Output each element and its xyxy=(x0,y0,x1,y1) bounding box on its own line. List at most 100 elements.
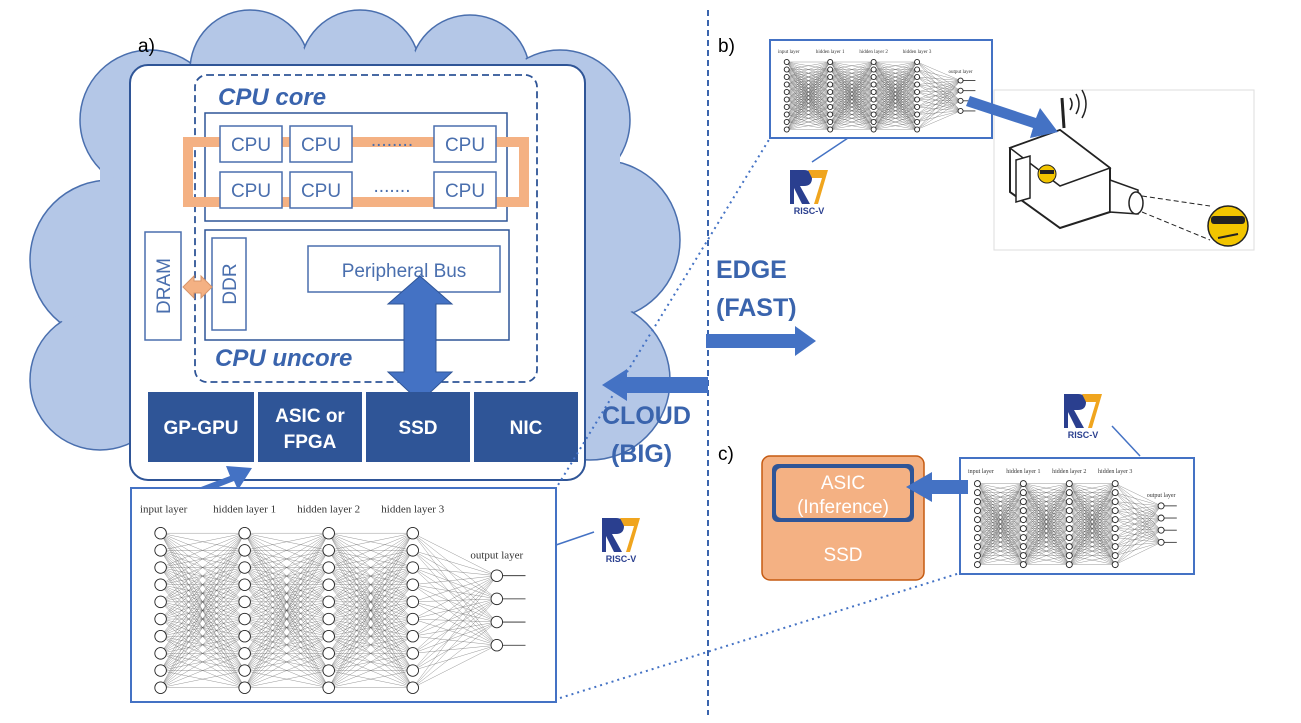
nn-layer-label: hidden layer 2 xyxy=(859,50,888,55)
cpu-label: CPU xyxy=(231,135,271,156)
nn-node xyxy=(783,104,790,110)
nn-node xyxy=(1111,543,1119,551)
nn-node xyxy=(973,489,981,497)
cpu-uncore-label: CPU uncore xyxy=(215,345,352,372)
cpu-ring-interconnect xyxy=(183,137,529,207)
nn-node xyxy=(1111,552,1119,560)
nn-node xyxy=(322,578,335,591)
dram-label: DRAM xyxy=(154,258,175,314)
cpu-block xyxy=(433,171,497,209)
nn-connections xyxy=(977,483,1162,565)
cpu-label: CPU xyxy=(445,181,485,202)
nn-node xyxy=(957,87,964,94)
nn-node xyxy=(322,526,335,540)
nn-node xyxy=(827,126,834,133)
nn-node xyxy=(154,578,167,591)
cpu-block xyxy=(219,125,283,163)
nn-node xyxy=(914,96,921,103)
nn-node xyxy=(1157,538,1165,546)
cloud-label-line1: CLOUD xyxy=(602,402,691,430)
nn-node xyxy=(870,59,877,65)
nn-node xyxy=(1111,498,1119,506)
nn-node xyxy=(914,111,921,118)
cpu-block xyxy=(219,171,283,209)
nn-layer-label: hidden layer 1 xyxy=(816,50,845,55)
accelerator-row: GP-GPU ASIC or FPGA SSD NIC xyxy=(148,392,578,462)
nn-node xyxy=(914,126,921,133)
nn-node xyxy=(973,498,981,506)
nn-node xyxy=(870,96,877,103)
cpu-label: CPU xyxy=(231,181,271,202)
nn-node xyxy=(1157,526,1165,534)
nn-node xyxy=(914,89,921,95)
nn-node xyxy=(1111,525,1119,533)
asic-fpga-label-line2: FPGA xyxy=(284,432,337,453)
riscv-logo-text: RISC-V xyxy=(1068,430,1099,440)
nn-layer-label: hidden layer 2 xyxy=(297,504,360,516)
cpu-row-2: CPU CPU ....... CPU xyxy=(219,171,497,209)
nn-node xyxy=(154,544,167,557)
cpu-block xyxy=(289,171,353,209)
nn-node xyxy=(1065,543,1073,551)
nn-node xyxy=(827,96,834,103)
peripheral-bus-label: Peripheral Bus xyxy=(342,261,467,282)
security-camera-illustration xyxy=(993,89,1255,251)
cpu-label: CPU xyxy=(445,135,485,156)
nn-node xyxy=(1019,525,1027,533)
nn-node xyxy=(1019,552,1027,560)
riscv-pointer xyxy=(1111,425,1141,457)
nn-node xyxy=(1065,534,1073,542)
nn-node xyxy=(154,647,167,660)
nn-node xyxy=(827,89,834,95)
nn-node xyxy=(870,111,877,118)
nn-node xyxy=(973,534,981,542)
nn-node xyxy=(154,612,167,626)
riscv-logo-cloud: RISC-V xyxy=(598,512,644,564)
nn-node xyxy=(490,638,504,652)
nn-node xyxy=(490,592,504,606)
edge-arrow xyxy=(706,326,816,356)
nn-to-camera-arrow xyxy=(966,96,1058,138)
cloud-arrow xyxy=(602,369,708,401)
nn-node xyxy=(870,74,877,80)
nn-node xyxy=(827,81,834,88)
nic-block xyxy=(474,392,578,462)
nn-node xyxy=(1065,552,1073,560)
nn-connections xyxy=(786,61,961,130)
panel-a-label: a) xyxy=(138,36,155,57)
nn-node xyxy=(783,126,790,133)
nn-node xyxy=(1019,561,1027,569)
gpgpu-label: GP-GPU xyxy=(164,418,239,439)
nn-node xyxy=(914,59,921,65)
nn-node xyxy=(406,681,419,694)
nn-node xyxy=(1065,516,1073,524)
nic-label: NIC xyxy=(510,418,543,439)
nn-node xyxy=(154,526,167,540)
nn-layer-label: input layer xyxy=(778,50,800,55)
nn-node xyxy=(827,59,834,65)
nn-node xyxy=(1065,507,1073,515)
nn-node xyxy=(154,595,167,609)
nn-node xyxy=(1065,561,1073,569)
nn-node xyxy=(1019,534,1027,542)
nn-node xyxy=(914,81,921,88)
nn-layer-label: output layer xyxy=(1147,493,1176,499)
nn-node xyxy=(322,664,335,677)
nn-node xyxy=(1111,516,1119,524)
riscv-logo-text: RISC-V xyxy=(794,206,825,216)
nn-node xyxy=(973,552,981,560)
cpu-label: CPU xyxy=(301,181,341,202)
nn-node xyxy=(322,595,335,609)
nn-node xyxy=(322,612,335,626)
nn-node xyxy=(406,629,419,643)
nn-node xyxy=(1111,534,1119,542)
cpu-block xyxy=(433,125,497,163)
nn-node xyxy=(154,561,167,574)
nn-node xyxy=(238,681,251,694)
cpu-label: CPU xyxy=(301,135,341,156)
nn-node xyxy=(406,647,419,660)
nn-node xyxy=(1111,561,1119,569)
gpgpu-block xyxy=(148,392,254,462)
